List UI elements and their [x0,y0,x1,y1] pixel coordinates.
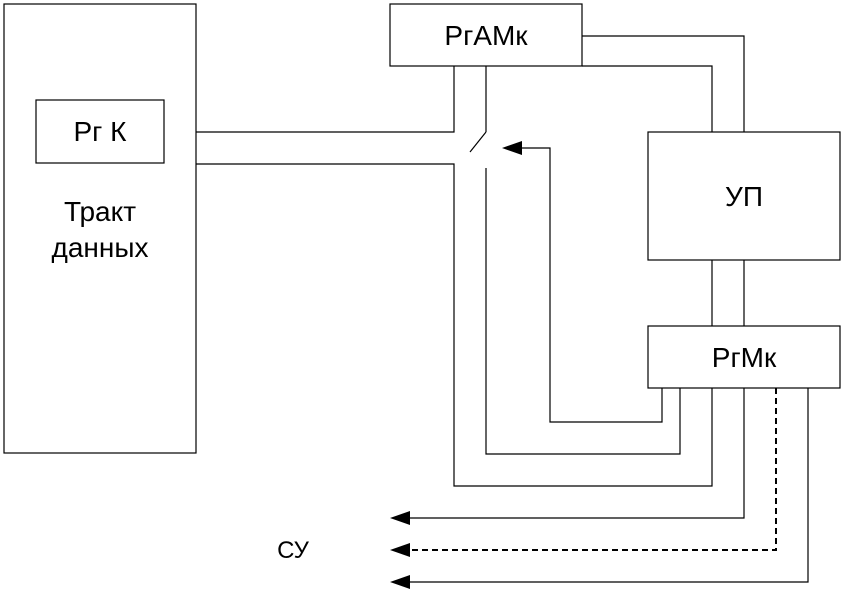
rg-amk-block: РгАМк [389,3,583,67]
address-line-lower [582,65,713,132]
control-output-2-wire [406,388,777,551]
command-bus [196,66,713,487]
data-path-block: Тракт данных [3,3,197,454]
control-outputs: СУ [277,388,809,589]
control-output-1-arrowhead [390,511,410,525]
switch-control-arrowhead [502,141,522,155]
memory-to-register-lines [711,260,745,326]
data-path-box [3,3,197,454]
data-path-label-line2: данных [52,232,149,263]
rg-k-block: Рг К [35,99,165,164]
address-switch [469,66,681,455]
rg-amk-box [389,3,583,67]
rg-mk-label: РгМк [712,342,777,373]
command-bus-lower-line [196,163,713,487]
rg-k-box [35,99,165,164]
rg-k-label: Рг К [74,116,128,147]
control-output-1-wire [406,388,745,519]
control-output-3-arrowhead [390,575,410,589]
switch-control-wire [518,147,663,423]
switch-blade [469,131,487,153]
data-path-label-line1: Тракт [64,196,136,227]
su-label: СУ [277,537,310,564]
address-to-memory-lines [582,35,745,132]
up-label: УП [725,181,763,212]
address-line-upper [582,35,745,132]
rg-mk-box [647,325,841,389]
control-output-3-wire [406,388,809,583]
switch-lower-lead [485,168,681,455]
rg-amk-label: РгАМк [444,20,528,51]
command-bus-upper-line [196,66,455,133]
switch-control-line [502,141,663,423]
rg-mk-block: РгМк [647,325,841,389]
up-block: УП [647,131,841,261]
control-output-2-arrowhead [390,543,410,557]
